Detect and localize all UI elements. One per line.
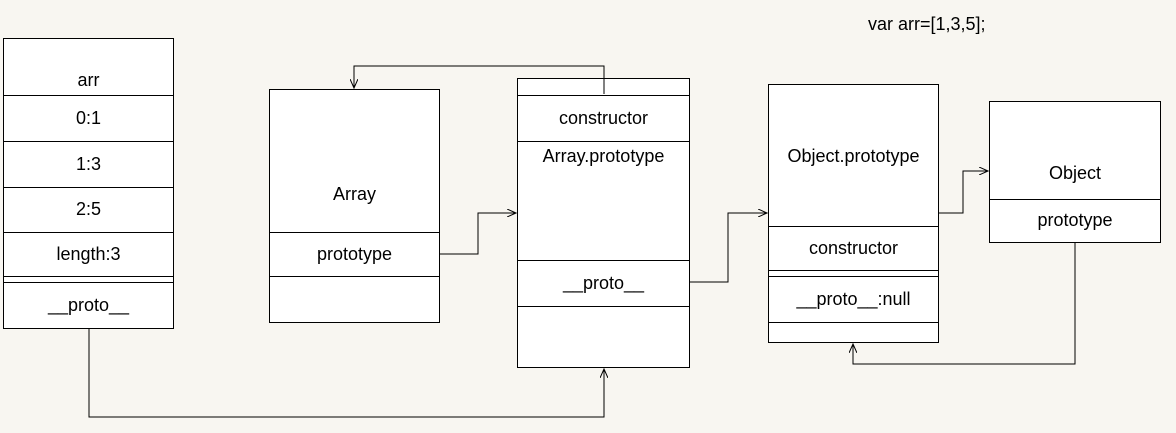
array-title: Array [332,184,376,204]
array-prototype-constructor: constructor [558,107,649,128]
arrow-array-prototype-proto [690,213,767,283]
code-caption: var arr=[1,3,5]; [868,14,986,34]
object-box: Object prototype [989,101,1161,243]
divider [4,232,173,233]
arr-proto: __proto__ [47,294,130,315]
array-box: Array prototype [269,89,440,323]
divider [4,276,173,277]
arrow-constructor-to-array [354,65,605,94]
divider [4,95,173,96]
divider [4,187,173,188]
divider [4,282,173,283]
array-prototype-title: Array.prototype [542,145,665,166]
arr-title: arr [77,69,100,90]
object-prototype-title: Object.prototype [787,145,920,166]
arrow-object-prototype [853,243,1076,365]
object-title: Object [1048,162,1102,183]
divider [4,141,173,142]
divider [270,276,439,277]
array-prototype-box: constructor Array.prototype __proto__ [517,78,690,368]
divider [518,141,689,142]
arrow-constructor-to-object [939,171,988,214]
array-prototype-field: prototype [316,243,393,264]
arrow-arr-proto [88,329,604,418]
divider [769,226,938,227]
arr-box: arr 0:1 1:3 2:5 length:3 __proto__ [3,38,174,329]
array-prototype-proto: __proto__ [562,272,645,293]
arr-item-1: 1:3 [75,153,102,174]
object-prototype-box: Object.prototype constructor __proto__:n… [768,84,939,343]
divider [769,322,938,323]
object-prototype-constructor: constructor [808,237,899,258]
arr-item-2: 2:5 [75,199,102,219]
divider [270,232,439,233]
divider [518,260,689,261]
arr-length: length:3 [56,243,121,264]
arr-item-0: 0:1 [75,107,102,128]
divider [518,306,689,307]
divider [990,199,1160,200]
divider [769,276,938,277]
arrow-array-prototype [440,213,516,255]
object-prototype-proto: __proto__:null [796,288,911,309]
divider [769,270,938,271]
divider [518,95,689,96]
object-prototype-field: prototype [1037,210,1113,230]
